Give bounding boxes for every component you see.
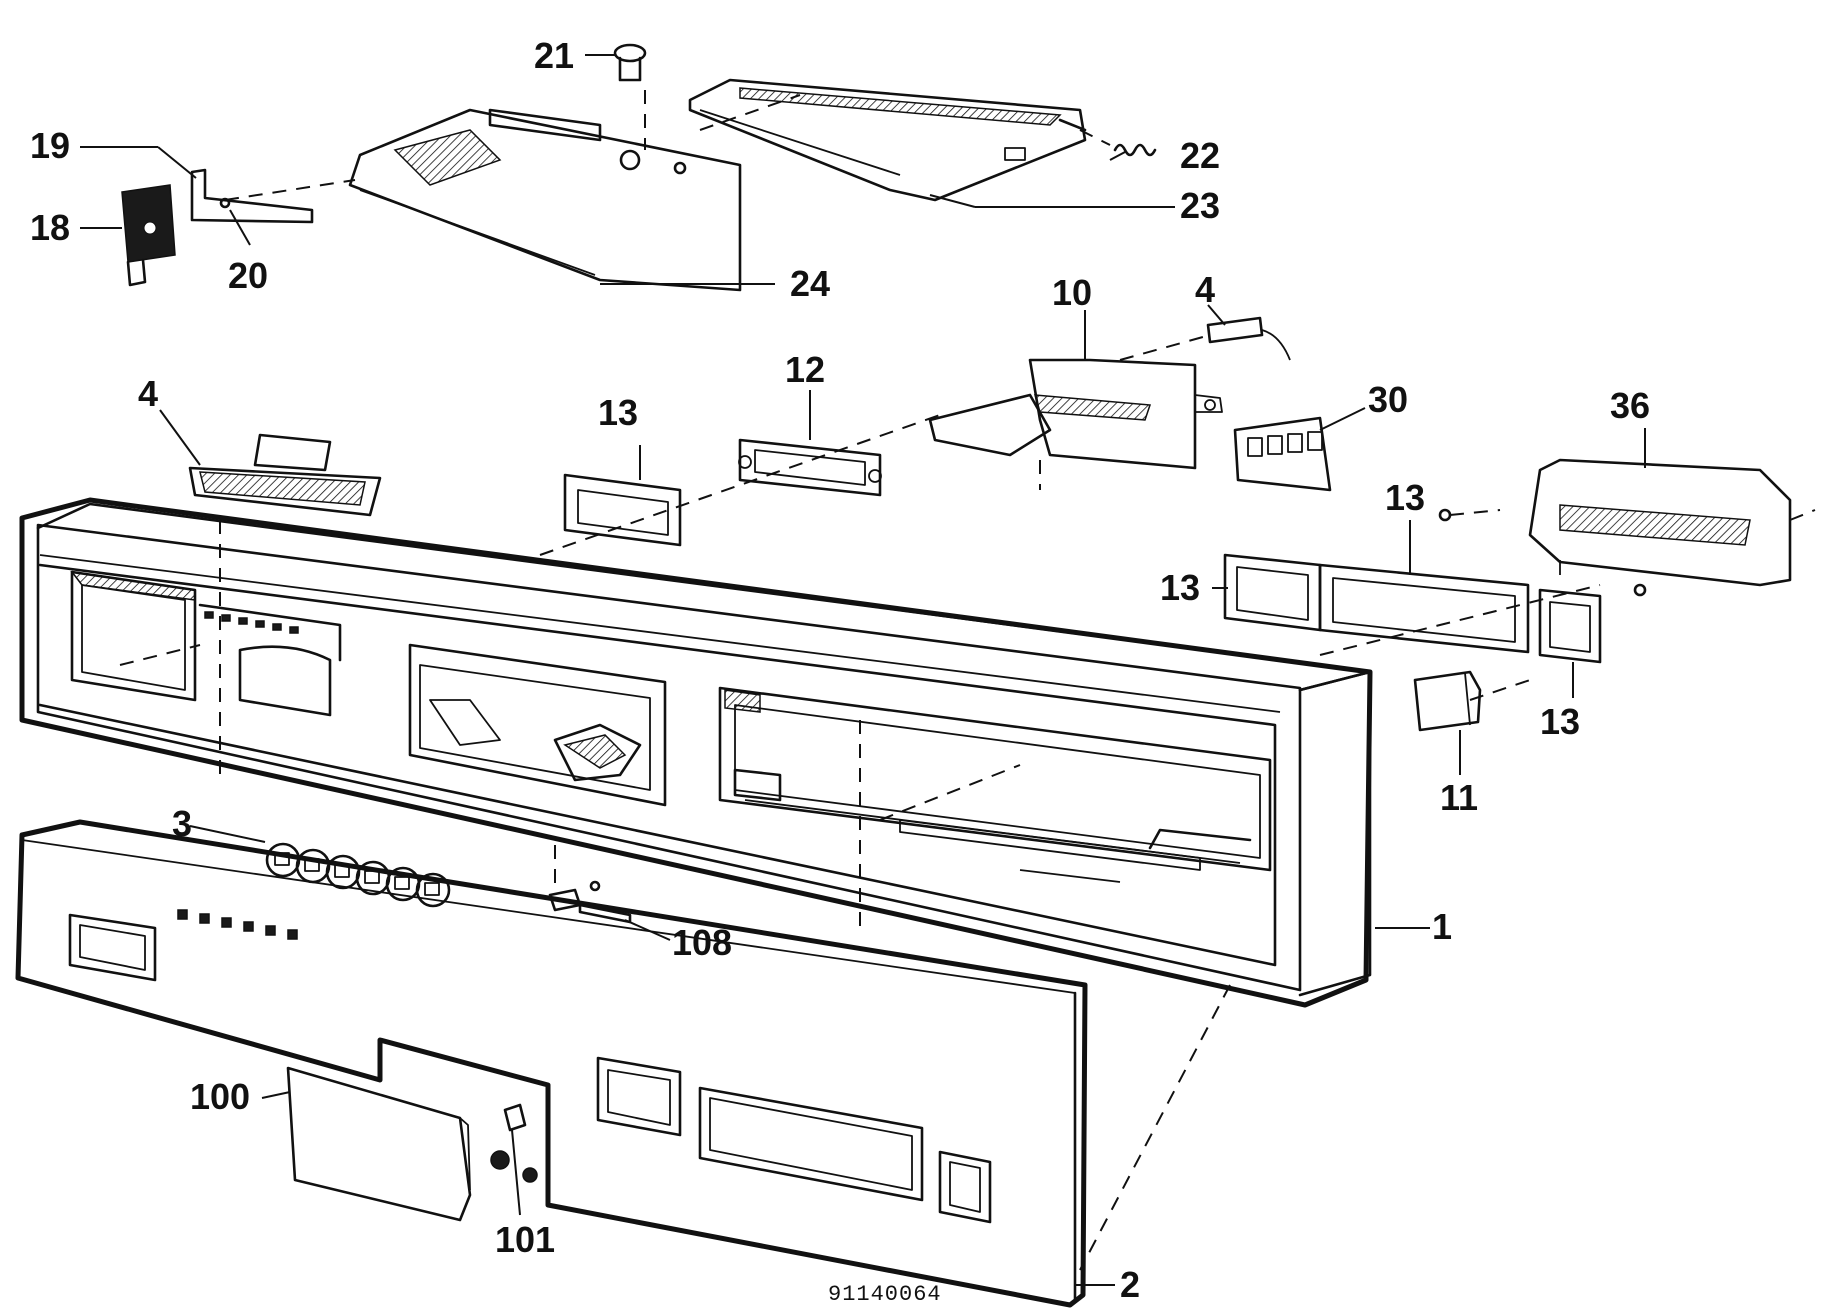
part-4-connector-right xyxy=(1206,316,1291,361)
part-19-lever xyxy=(190,168,314,224)
callout-19: 19 xyxy=(30,125,70,166)
callout-12: 12 xyxy=(785,349,825,390)
part-11-cap xyxy=(1413,670,1482,732)
part-4-switch-block-left xyxy=(188,433,382,517)
assembly-lines xyxy=(119,90,1816,1271)
callout-21: 21 xyxy=(534,35,574,76)
part-13-bezel-upper xyxy=(563,473,682,547)
callout-11: 11 xyxy=(1440,777,1478,818)
part-18-micro-switch xyxy=(121,184,176,287)
part-2-front-fascia xyxy=(15,819,1088,1308)
part-22-spring xyxy=(1113,143,1157,157)
part-30-connector xyxy=(1233,416,1332,492)
callout-labels: 1 2 3 4 4 10 11 12 13 13 13 13 18 19 20 … xyxy=(30,35,1650,1305)
callout-13-top-right: 13 xyxy=(1385,477,1425,518)
callout-3: 3 xyxy=(172,803,192,844)
callout-4-right: 4 xyxy=(1195,269,1215,310)
part-3-button-strip xyxy=(265,842,451,908)
part-23-cover xyxy=(688,78,1087,202)
housing-led-row xyxy=(204,611,299,634)
part-10-electronic-module xyxy=(928,358,1223,470)
callout-23: 23 xyxy=(1180,185,1220,226)
part-100-flap xyxy=(286,1066,472,1222)
callout-2: 2 xyxy=(1120,1264,1140,1305)
callout-22: 22 xyxy=(1180,135,1220,176)
callout-13-upper: 13 xyxy=(598,392,638,433)
part-1-panel-housing xyxy=(19,497,1373,1008)
callout-1: 1 xyxy=(1432,906,1452,947)
callout-30: 30 xyxy=(1368,379,1408,420)
callout-10: 10 xyxy=(1052,272,1092,313)
drawing-number: 91140064 xyxy=(828,1282,942,1307)
callout-20: 20 xyxy=(228,255,268,296)
part-13-bezel-set-right xyxy=(1223,553,1602,664)
fascia-led-row xyxy=(177,909,298,940)
callout-24: 24 xyxy=(790,263,830,304)
part-21-plug xyxy=(613,43,647,82)
callout-101: 101 xyxy=(495,1219,555,1260)
callout-108: 108 xyxy=(672,922,732,963)
part-24-dispenser-housing xyxy=(348,108,742,292)
callout-13-left: 13 xyxy=(1160,567,1200,608)
callout-18: 18 xyxy=(30,207,70,248)
part-101-knob-screw xyxy=(490,1103,538,1183)
callout-4-left: 4 xyxy=(138,373,158,414)
callout-100: 100 xyxy=(190,1076,250,1117)
part-12-bezel xyxy=(738,438,882,497)
callout-36: 36 xyxy=(1610,385,1650,426)
leader-lines xyxy=(80,54,1646,1286)
callout-13-lower: 13 xyxy=(1540,701,1580,742)
part-36-control-unit xyxy=(1438,458,1792,597)
